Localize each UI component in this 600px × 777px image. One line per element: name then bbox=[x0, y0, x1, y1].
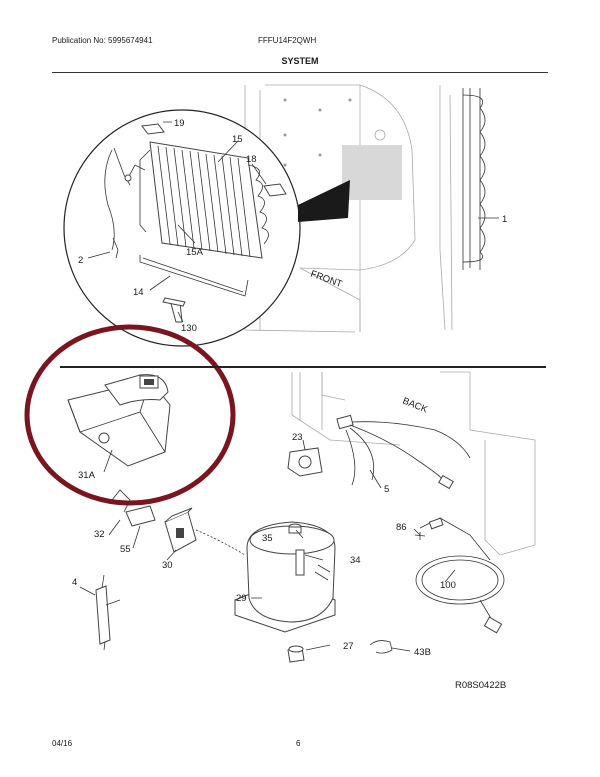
section-divider bbox=[60, 366, 546, 368]
callout-14: 14 bbox=[133, 287, 144, 298]
callout-labels: 19 15 18 15A 2 14 130 1 23 5 31A 32 55 3… bbox=[72, 118, 507, 691]
tubing-100 bbox=[415, 517, 505, 634]
callout-29: 29 bbox=[236, 593, 247, 604]
callout-4: 4 bbox=[72, 577, 77, 588]
drain-tube bbox=[139, 255, 249, 297]
callout-31a: 31A bbox=[78, 470, 96, 481]
compressor-29 bbox=[234, 521, 336, 633]
highlight-circle bbox=[24, 324, 236, 506]
evaporator bbox=[127, 141, 269, 259]
overload-30 bbox=[164, 507, 246, 556]
cabinet-bottom bbox=[291, 371, 536, 556]
clip-32 bbox=[111, 489, 131, 513]
publication-number: Publication No: 5995674941 bbox=[52, 36, 153, 45]
model-number: FFFU14F2QWH bbox=[258, 36, 317, 45]
clip-43b bbox=[369, 640, 393, 654]
svg-text:BACK: BACK bbox=[401, 396, 430, 416]
back-label: BACK bbox=[401, 396, 430, 416]
header-rule bbox=[52, 72, 548, 73]
callout-5: 5 bbox=[384, 484, 389, 495]
screw-86 bbox=[414, 532, 426, 540]
callout-86: 86 bbox=[396, 522, 407, 533]
callout-15a: 15A bbox=[186, 247, 204, 258]
callout-23: 23 bbox=[292, 432, 303, 443]
callout-27: 27 bbox=[343, 641, 354, 652]
callout-43b: 43B bbox=[414, 647, 431, 658]
part-18-block bbox=[263, 183, 287, 197]
bracket-55 bbox=[125, 505, 156, 527]
callout-30: 30 bbox=[162, 560, 173, 571]
drain-pan-31a bbox=[67, 374, 171, 467]
front-label: FRONT bbox=[309, 268, 344, 290]
svg-text:FRONT: FRONT bbox=[309, 268, 344, 290]
wire-harness bbox=[336, 414, 471, 490]
drier-4 bbox=[95, 574, 121, 651]
callout-55: 55 bbox=[120, 544, 131, 555]
part-19-block bbox=[141, 123, 165, 135]
grommet-35 bbox=[288, 523, 302, 534]
section-title: SYSTEM bbox=[281, 56, 319, 66]
page-number: 6 bbox=[296, 739, 301, 748]
callout-19: 19 bbox=[174, 118, 185, 129]
callout-34: 34 bbox=[350, 555, 361, 566]
thermostat-wire bbox=[104, 147, 132, 259]
callout-15: 15 bbox=[232, 134, 243, 145]
grommet-27 bbox=[287, 645, 305, 663]
callout-130: 130 bbox=[181, 323, 197, 334]
callout-32: 32 bbox=[94, 529, 105, 540]
callout-2: 2 bbox=[78, 255, 83, 266]
callout-35: 35 bbox=[262, 533, 273, 544]
reference-code: R08S0422B bbox=[455, 680, 506, 691]
callout-18: 18 bbox=[246, 154, 257, 165]
relay-23 bbox=[287, 447, 323, 477]
callout-100: 100 bbox=[440, 580, 456, 591]
cabinet-outline bbox=[244, 84, 453, 333]
condenser-coil bbox=[462, 88, 486, 270]
screw-130 bbox=[162, 297, 186, 323]
footer-date: 04/16 bbox=[52, 739, 73, 748]
callout-1: 1 bbox=[502, 214, 507, 225]
